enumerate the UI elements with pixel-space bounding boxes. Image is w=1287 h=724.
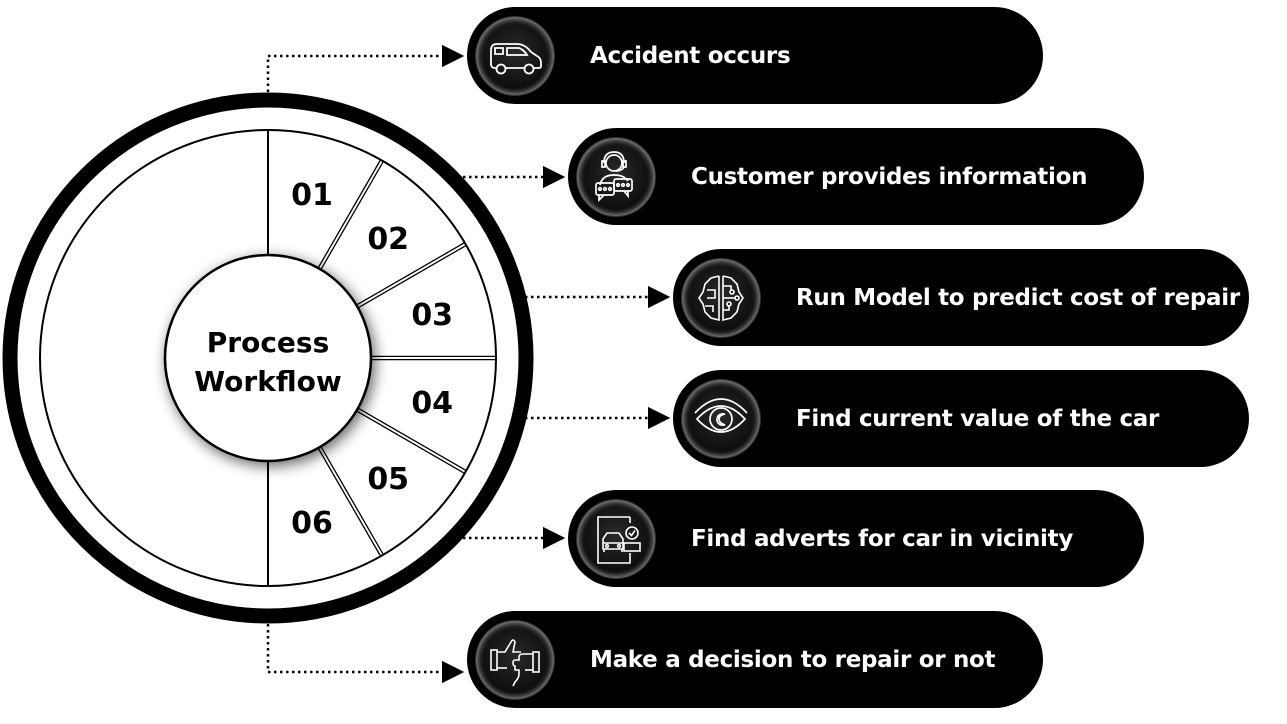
thumbs-up-down-icon — [476, 620, 554, 699]
step-01-label: Accident occurs — [590, 42, 791, 69]
step-05-label: Find adverts for car in vicinity — [691, 525, 1074, 552]
center-title-line2: Workflow — [194, 365, 341, 398]
ai-brain-circuit-icon — [682, 258, 760, 337]
segment-divider — [357, 244, 467, 309]
segment-divider — [317, 447, 382, 557]
connectors — [266, 44, 671, 684]
segment-number-05: 05 — [367, 462, 409, 497]
segment-divider — [356, 242, 465, 306]
segment-divider — [320, 161, 384, 270]
eye-icon — [682, 379, 760, 458]
connector-step-01 — [266, 44, 465, 92]
step-04-card: Find current value of the car — [673, 370, 1249, 467]
segment-divider — [317, 159, 382, 269]
connector-step-06 — [266, 624, 465, 684]
segment-divider — [320, 446, 384, 555]
step-05-card: Find adverts for car in vicinity — [568, 490, 1144, 587]
segment-divider — [357, 407, 467, 472]
segment-number-02: 02 — [367, 222, 409, 257]
segment-number-01: 01 — [291, 178, 333, 213]
center-title-line1: Process — [207, 326, 330, 359]
segment-number-04: 04 — [411, 386, 453, 421]
step-04-label: Find current value of the car — [796, 405, 1160, 432]
step-01-card: Accident occurs — [467, 7, 1043, 104]
step-03-card: Run Model to predict cost of repair — [673, 249, 1249, 346]
segment-group: 01 02 03 04 05 06 — [267, 130, 496, 586]
step-06-card: Make a decision to repair or not — [467, 611, 1043, 708]
step-03-label: Run Model to predict cost of repair — [796, 284, 1240, 311]
customer-support-chat-icon — [577, 137, 655, 216]
segment-number-03: 03 — [411, 298, 453, 333]
car-advert-check-icon — [577, 499, 655, 578]
segment-number-06: 06 — [291, 506, 333, 541]
segment-divider — [356, 410, 465, 474]
car-icon — [476, 16, 554, 95]
step-02-card: Customer provides information — [568, 128, 1144, 225]
step-06-label: Make a decision to repair or not — [590, 646, 996, 673]
step-02-label: Customer provides information — [691, 163, 1088, 190]
center-circle — [163, 253, 373, 463]
